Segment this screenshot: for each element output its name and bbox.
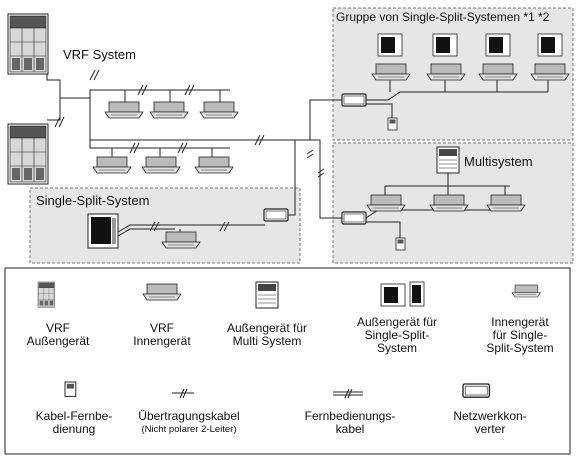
vrf-indoor-unit — [141, 156, 181, 174]
legend-vrf-indoor-icon — [142, 283, 182, 301]
remote-controller — [387, 117, 398, 131]
vrf-outdoor-unit — [7, 123, 49, 185]
group-cabling — [366, 78, 549, 118]
vrf-indoor-unit — [92, 156, 132, 174]
vrf-cabling — [46, 60, 342, 219]
network-converter — [263, 208, 289, 222]
single-split-ticks — [149, 221, 230, 232]
single-split-indoor-unit — [426, 63, 466, 81]
vrf-indoor-unit — [104, 101, 144, 119]
single-split-indoor-unit — [530, 63, 570, 81]
group-single-split-label: Gruppe von Single-Split-Systemen *1 *2 — [336, 10, 550, 24]
single-split-label: Single-Split-System — [36, 193, 150, 208]
multi-outdoor-unit — [436, 146, 460, 174]
vrf-indoor-unit — [194, 156, 234, 174]
multi-indoor-unit — [486, 194, 526, 212]
single-split-indoor-unit — [161, 231, 201, 249]
single-split-outdoor-unit — [377, 33, 403, 57]
multi-indoor-unit — [366, 194, 406, 212]
single-split-indoor-unit — [478, 63, 518, 81]
single-split-outdoor-unit — [87, 213, 119, 249]
network-converter — [341, 93, 367, 107]
single-split-outdoor-unit — [537, 33, 563, 57]
vrf-outdoor-unit — [7, 13, 49, 75]
legend-box — [4, 267, 571, 455]
legend-multi-outdoor-icon — [255, 281, 279, 309]
vrf-system-label: VRF System — [63, 47, 136, 62]
remote-controller — [395, 237, 406, 251]
legend-network-converter-icon — [462, 383, 491, 398]
legend-transmission-cable-label: Übertragungskabel(Nicht polarer 2-Leiter… — [138, 409, 240, 436]
legend-single-outdoor-icon — [380, 283, 406, 307]
single-split-outdoor-unit — [432, 33, 458, 57]
single-split-indoor-unit — [371, 63, 411, 81]
network-converter — [341, 211, 367, 225]
legend-remote-icon — [64, 381, 77, 397]
single-split-outdoor-unit — [485, 33, 511, 57]
vrf-indoor-unit — [149, 101, 189, 119]
legend-transmission-cable-icon — [172, 388, 194, 399]
legend-remote-label: Kabel-Fernbe-dienung — [35, 409, 113, 436]
vrf-indoor-unit — [199, 101, 239, 119]
multisystem-label: Multisystem — [464, 154, 533, 169]
legend-remote-cable-label: Fernbedienungs-kabel — [304, 409, 396, 436]
legend-network-converter-label: Netzwerkkon-verter — [453, 409, 527, 436]
legend-remote-cable-icon — [333, 388, 363, 399]
legend-vrf-outdoor-icon — [37, 281, 56, 308]
legend-single-indoor-icon — [511, 284, 541, 298]
multi-indoor-unit — [429, 194, 469, 212]
cable-ticks — [54, 69, 325, 178]
